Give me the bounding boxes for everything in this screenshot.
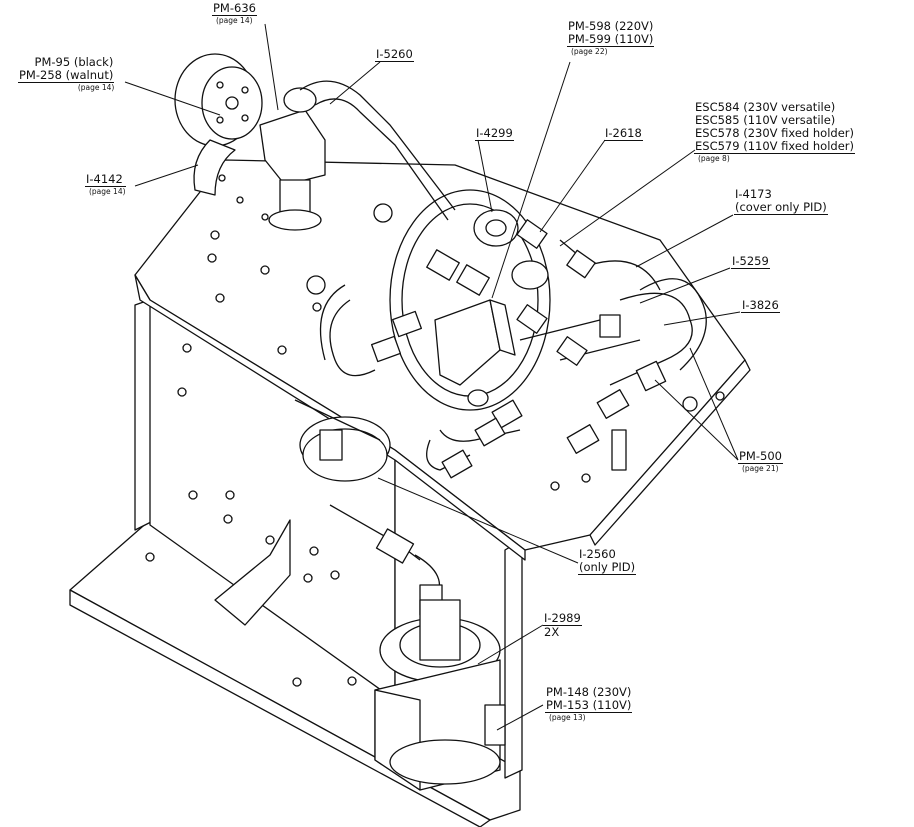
part-number: I-2618 <box>604 126 643 141</box>
part-number: PM-95 (black) <box>34 55 114 69</box>
part-number: ESC579 (110V fixed holder) <box>694 139 855 154</box>
fittings <box>370 219 667 479</box>
part-number: PM-148 (230V) <box>546 685 632 699</box>
leader-lines <box>124 23 741 731</box>
callout-pm-598: PM-598 (220V) PM-599 (110V) (page 22) <box>567 19 655 57</box>
mounting-holes <box>145 174 725 687</box>
callout-pm-636: PM-636 (page 14) <box>212 2 257 26</box>
page-ref: (page 14) <box>216 16 253 25</box>
part-number: PM-500 <box>738 449 783 464</box>
part-number: PM-258 (walnut) <box>18 68 115 83</box>
part-number: I-2989 <box>543 611 582 626</box>
callout-pm-95: PM-95 (black) PM-258 (walnut) (page 14) <box>18 55 115 93</box>
callout-i-3826: I-3826 <box>741 299 780 313</box>
quantity: 2X <box>544 625 560 639</box>
steam-valve <box>259 80 456 231</box>
solenoid-valve <box>434 299 516 407</box>
page-ref: (page 21) <box>742 464 779 473</box>
callout-i-2989: I-2989 2X <box>543 612 582 639</box>
steam-knob <box>174 53 263 196</box>
part-number: I-4173 <box>735 187 772 201</box>
part-number: I-5260 <box>375 47 414 62</box>
part-number: PM-599 (110V) <box>567 32 655 47</box>
part-note: (cover only PID) <box>734 200 828 215</box>
part-number: PM-153 (110V) <box>545 698 633 713</box>
part-number: ESC585 (110V versatile) <box>695 113 836 127</box>
part-number: I-2560 <box>579 547 616 561</box>
callout-i-5260: I-5260 <box>375 48 414 62</box>
callout-i-4299: I-4299 <box>475 127 514 141</box>
callout-i-4173: I-4173 (cover only PID) <box>734 188 828 215</box>
part-number: I-4142 <box>85 173 126 187</box>
page-ref: (page 13) <box>549 713 586 722</box>
part-number: ESC578 (230V fixed holder) <box>695 126 854 140</box>
page-ref: (page 22) <box>571 47 608 56</box>
part-number: ESC584 (230V versatile) <box>695 100 836 114</box>
callout-esc: ESC584 (230V versatile) ESC585 (110V ver… <box>694 101 855 164</box>
page-ref: (page 14) <box>77 83 115 92</box>
pump <box>374 599 506 791</box>
callout-pm-148: PM-148 (230V) PM-153 (110V) (page 13) <box>545 685 633 723</box>
part-number: PM-636 <box>212 1 257 16</box>
page-ref: (page 14) <box>89 187 126 196</box>
callout-pm-500: PM-500 (page 21) <box>738 450 783 474</box>
callout-i-5259: I-5259 <box>731 255 770 269</box>
part-number: I-4299 <box>475 126 514 141</box>
callout-i-2560: I-2560 (only PID) <box>578 547 637 575</box>
pressure-switch <box>294 399 391 482</box>
part-note: (only PID) <box>578 560 637 575</box>
part-number: I-5259 <box>731 254 770 269</box>
callout-i-2618: I-2618 <box>604 127 643 141</box>
part-number: I-3826 <box>741 298 780 313</box>
panel-cutout <box>214 519 291 626</box>
callout-i-4142: I-4142 (page 14) <box>85 173 126 197</box>
part-number: PM-598 (220V) <box>568 19 654 33</box>
page-ref: (page 8) <box>698 154 730 163</box>
